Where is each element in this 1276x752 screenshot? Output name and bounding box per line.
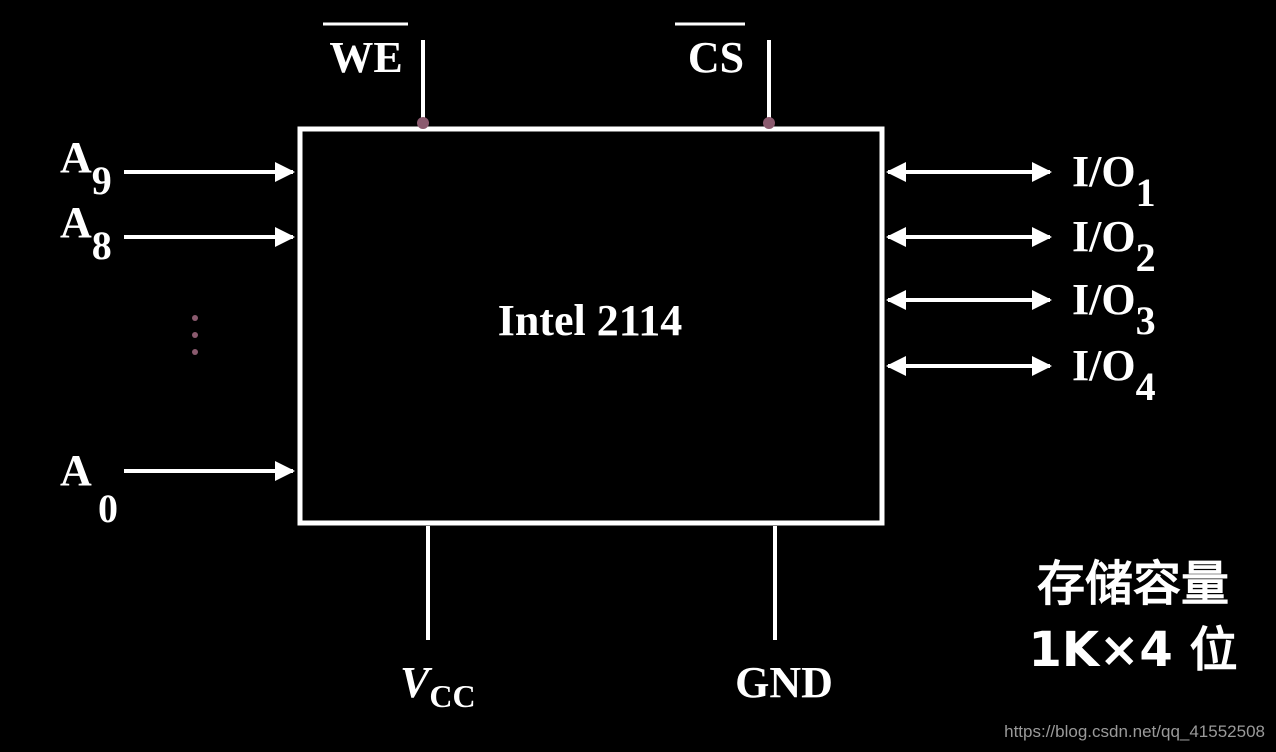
pin-a9: A9: [60, 133, 295, 203]
pin-io4-label: I/O4: [1072, 341, 1156, 409]
pin-vcc-label: VCC: [400, 658, 476, 714]
pin-we: WE: [323, 22, 429, 129]
pin-io2-label: I/O2: [1072, 212, 1156, 280]
pin-a0-label: A0: [60, 446, 118, 531]
pin-a8-label: A8: [60, 198, 112, 268]
pin-io2: I/O2: [886, 212, 1156, 280]
address-ellipsis: [192, 315, 198, 355]
pin-a8: A8: [60, 198, 295, 268]
pin-a9-label: A9: [60, 133, 112, 203]
pin-io3: I/O3: [886, 275, 1156, 343]
capacity-value: 1K×4 位: [1029, 622, 1238, 678]
pin-io4: I/O4: [886, 341, 1156, 409]
pin-gnd-label: GND: [735, 658, 833, 707]
watermark-text: https://blog.csdn.net/qq_41552508: [1004, 722, 1265, 741]
pin-io1: I/O1: [886, 147, 1156, 215]
chip-body: [297, 126, 885, 526]
pin-a0: A0: [60, 446, 295, 531]
pin-vcc: VCC: [400, 526, 476, 714]
capacity-label: 存储容量: [1037, 556, 1229, 612]
chip-name: Intel 2114: [498, 296, 683, 345]
pin-cs-label: CS: [688, 33, 744, 82]
pin-cs: CS: [675, 22, 775, 129]
pin-we-label: WE: [329, 33, 402, 82]
pin-io3-label: I/O3: [1072, 275, 1156, 343]
pin-we-connector: [417, 117, 429, 129]
pin-cs-connector: [763, 117, 775, 129]
pin-io1-label: I/O1: [1072, 147, 1156, 215]
pin-gnd: GND: [735, 526, 833, 707]
